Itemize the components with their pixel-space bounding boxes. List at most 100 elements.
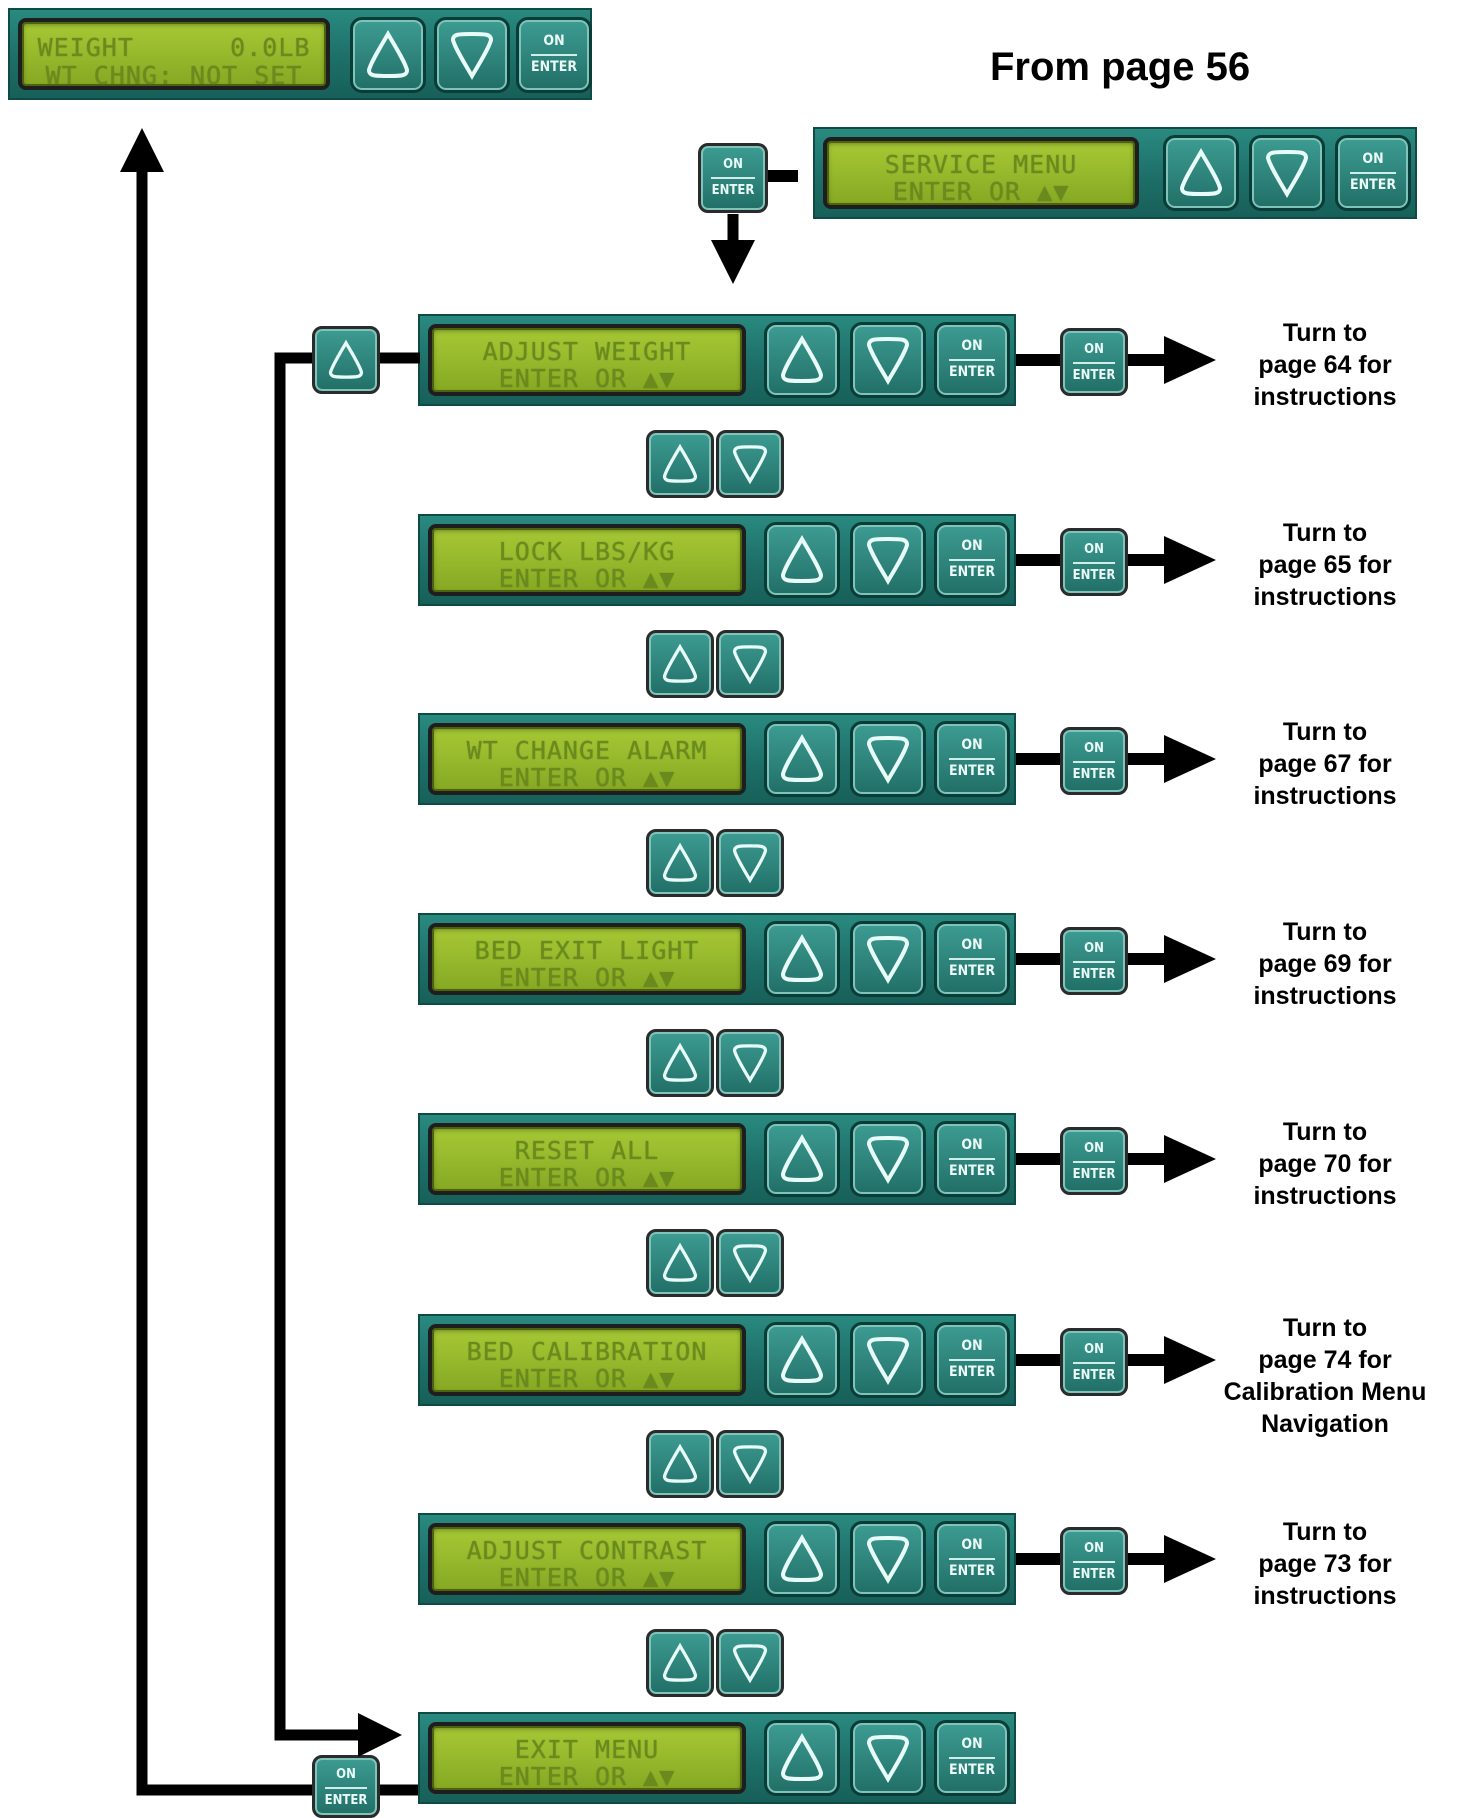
up-arrow-icon: [780, 934, 824, 982]
up-arrow-icon: [780, 1134, 824, 1182]
down-key[interactable]: [850, 1121, 926, 1197]
lcd-line-2: ENTER OR ▲▼: [498, 564, 676, 593]
nav-down-button[interactable]: [716, 1229, 784, 1297]
down-arrow-icon: [732, 1644, 768, 1684]
enter-label: ENTER: [1072, 568, 1116, 583]
note-line: instructions: [1253, 1582, 1397, 1610]
up-key[interactable]: [764, 1521, 840, 1597]
up-key[interactable]: [764, 522, 840, 598]
nav-down-button[interactable]: [716, 630, 784, 698]
note-line: page 74 for: [1258, 1346, 1392, 1374]
nav-down-button[interactable]: [716, 430, 784, 498]
lcd-line-2: ENTER OR ▲▼: [498, 1163, 676, 1192]
lcd-line-1: SERVICE MENU: [884, 150, 1078, 179]
key-divider: [949, 1757, 995, 1759]
on-label: ON: [1084, 1541, 1104, 1556]
nav-up-button[interactable]: [646, 1430, 714, 1498]
enter-label: ENTER: [1349, 177, 1397, 193]
down-key[interactable]: [850, 1720, 926, 1796]
nav-up-button[interactable]: [646, 829, 714, 897]
down-arrow-icon: [732, 1244, 768, 1284]
down-key[interactable]: [850, 721, 926, 797]
lcd-line-1: ADJUST CONTRAST: [466, 1536, 708, 1565]
down-arrow-icon: [1265, 149, 1309, 198]
on-label: ON: [1084, 342, 1104, 357]
up-key[interactable]: [764, 1322, 840, 1398]
up-key[interactable]: [350, 17, 426, 93]
note-line: Calibration Menu: [1223, 1378, 1427, 1406]
up-arrow-icon: [662, 643, 698, 683]
down-key[interactable]: [1249, 135, 1325, 211]
down-arrow-icon: [866, 1536, 910, 1584]
key-divider: [1073, 1561, 1115, 1563]
nav-up-button[interactable]: [646, 1629, 714, 1697]
down-key[interactable]: [850, 522, 926, 598]
up-key[interactable]: [1163, 135, 1239, 211]
nav-up-button[interactable]: [646, 430, 714, 498]
up-key[interactable]: [764, 1720, 840, 1796]
key-divider: [949, 359, 995, 361]
on-enter-key[interactable]: ON ENTER: [516, 17, 592, 93]
down-key[interactable]: [434, 17, 510, 93]
lcd-line-2: ENTER OR ▲▼: [498, 963, 676, 992]
connector-line: [1016, 953, 1060, 965]
note-line: Turn to: [1282, 319, 1368, 347]
nav-up-button[interactable]: [646, 1029, 714, 1097]
up-key[interactable]: [764, 1121, 840, 1197]
up-key[interactable]: [764, 921, 840, 997]
down-arrow-icon: [732, 1445, 768, 1485]
nav-down-button[interactable]: [716, 1430, 784, 1498]
connector-line: [1128, 753, 1168, 765]
nav-down-button[interactable]: [716, 1629, 784, 1697]
key-divider: [949, 758, 995, 760]
enter-label: ENTER: [948, 1163, 996, 1179]
key-divider: [1073, 562, 1115, 564]
nav-up-button[interactable]: [646, 630, 714, 698]
note-line: page 73 for: [1258, 1550, 1392, 1578]
up-arrow-icon: [780, 1534, 824, 1582]
service-enter-button[interactable]: ON ENTER: [698, 143, 768, 213]
up-arrow-icon: [780, 1335, 824, 1383]
connector-line: [1016, 753, 1060, 765]
on-label: ON: [961, 937, 983, 953]
nav-up-button[interactable]: [646, 1229, 714, 1297]
adjust-weight-up-button[interactable]: [312, 326, 380, 394]
nav-down-button[interactable]: [716, 1029, 784, 1097]
on-label: ON: [1084, 1141, 1104, 1156]
lcd-line-2: ENTER OR ▲▼: [498, 1563, 676, 1592]
up-key[interactable]: [764, 721, 840, 797]
on-enter-key[interactable]: ON ENTER: [1335, 135, 1411, 211]
on-label: ON: [961, 737, 983, 753]
down-key[interactable]: [850, 921, 926, 997]
up-arrow-icon: [366, 30, 410, 79]
down-key[interactable]: [850, 322, 926, 398]
connector-line: [1016, 1153, 1060, 1165]
up-key[interactable]: [764, 322, 840, 398]
nav-down-button[interactable]: [716, 829, 784, 897]
down-key[interactable]: [850, 1322, 926, 1398]
on-label: ON: [723, 157, 743, 172]
down-key[interactable]: [850, 1521, 926, 1597]
